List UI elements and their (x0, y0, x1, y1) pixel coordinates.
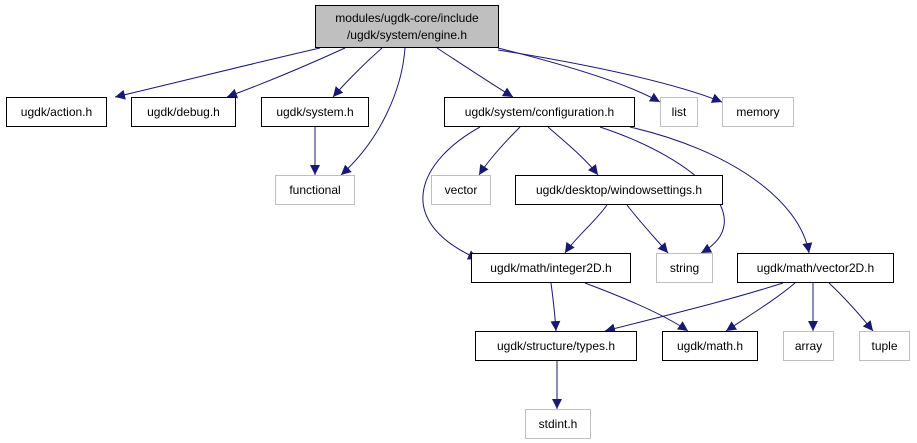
edge-root-to-functional (340, 47, 406, 176)
node-types-h[interactable]: ugdk/structure/types.h (475, 331, 637, 361)
node-list: list (660, 97, 698, 127)
edge-integer2d-to-math (584, 282, 689, 332)
node-string: string (656, 253, 713, 283)
node-array: array (783, 331, 834, 361)
node-functional: functional (275, 175, 355, 205)
edge-root-to-system (332, 47, 383, 98)
node-vector: vector (431, 175, 491, 205)
edge-root-to-list (497, 47, 661, 103)
edge-vector2d-to-math (725, 282, 796, 332)
node-system-h[interactable]: ugdk/system.h (261, 97, 369, 127)
node-math-h[interactable]: ugdk/math.h (662, 331, 758, 361)
edge-configuration-to-integer2d (422, 126, 481, 260)
node-action-h[interactable]: ugdk/action.h (6, 97, 107, 127)
edge-windowsettings-to-integer2d (564, 204, 608, 254)
node-tuple: tuple (859, 331, 910, 361)
root-label-line-2: /ugdk/system/engine.h (346, 27, 468, 42)
node-debug-h[interactable]: ugdk/debug.h (131, 97, 236, 127)
node-engine-h: modules/ugdk-core/include /ugdk/system/e… (315, 5, 499, 48)
node-vector2d-h[interactable]: ugdk/math/vector2D.h (737, 253, 894, 283)
edge-root-to-memory (497, 49, 723, 103)
node-windowsettings-h[interactable]: ugdk/desktop/windowsettings.h (515, 175, 723, 205)
edge-integer2d-to-types (550, 282, 561, 332)
edge-configuration-to-vector2d (629, 126, 813, 254)
root-label-line-1: modules/ugdk-core/include (335, 10, 479, 25)
edge-vector2d-to-tuple (828, 282, 874, 332)
node-integer2d-h[interactable]: ugdk/math/integer2D.h (471, 253, 631, 283)
node-memory: memory (722, 97, 794, 127)
node-configuration-h[interactable]: ugdk/system/configuration.h (444, 97, 635, 127)
node-stdint-h: stdint.h (525, 409, 591, 439)
edge-configuration-to-windowsettings (547, 126, 599, 176)
edge-vector2d-to-types (604, 282, 784, 334)
edge-root-to-configuration (436, 47, 514, 98)
edge-configuration-to-vector (478, 126, 521, 176)
dependency-edges (114, 47, 874, 409)
edge-windowsettings-to-string (626, 204, 669, 254)
edge-root-to-action (114, 47, 321, 100)
edge-root-to-debug (226, 47, 346, 99)
